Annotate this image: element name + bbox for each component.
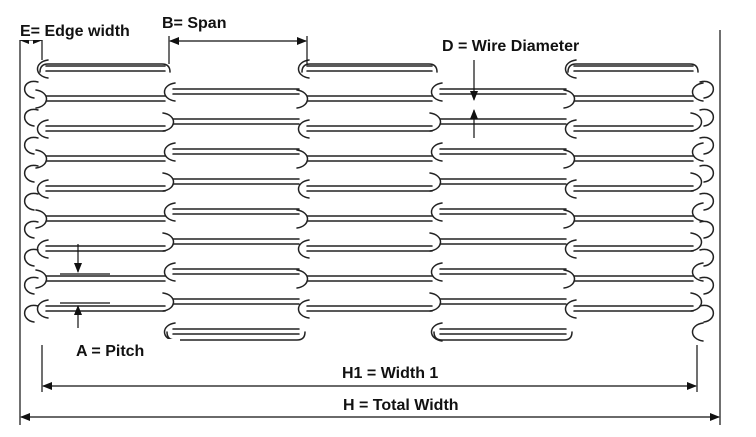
rod-bend-0-outline	[35, 59, 49, 319]
right-edge-hooks-hook	[699, 276, 714, 295]
rod-bend-2-outline	[296, 59, 310, 319]
edge-width-dimension	[19, 20, 43, 425]
left-edge-hooks-hook	[24, 220, 39, 239]
rod-bend-4	[563, 59, 577, 319]
pitch-label: A = Pitch	[76, 343, 144, 360]
bottom-loop-2	[166, 331, 306, 341]
dimension-lines	[19, 20, 721, 425]
rod-bend-3	[429, 82, 443, 342]
bottom-loop-2-outline	[166, 331, 306, 341]
labels: E= Edge width B= Span D = Wire Diameter …	[18, 15, 579, 414]
span-dimension	[168, 36, 308, 64]
top-loop-1	[39, 63, 171, 73]
right-edge-hooks-hook	[699, 192, 714, 211]
top-loop-3-outline	[301, 63, 438, 73]
left-edge-hooks-hook	[24, 164, 39, 183]
left-edge-hooks-hook	[24, 304, 39, 323]
rod-bend-0	[35, 59, 49, 319]
total-width-label: H = Total Width	[343, 397, 459, 414]
right-edge-hooks-hook	[699, 136, 714, 155]
rod-bend-4-outline	[563, 59, 577, 319]
top-loop-1-outline	[39, 63, 171, 73]
total-width-dimension	[20, 30, 721, 425]
top-loop-5-outline	[567, 63, 699, 73]
left-edge-hooks-hook	[24, 136, 39, 155]
rod-bend-3-outline	[429, 82, 443, 342]
right-edge-hooks-hook	[699, 80, 714, 99]
top-loop-5	[567, 63, 699, 73]
width1-dimension	[41, 345, 698, 392]
left-edge-hooks-hook	[24, 192, 39, 211]
left-edge-hooks-hook	[24, 276, 39, 295]
edge-width-label: E= Edge width	[20, 23, 130, 40]
right-edge-hooks	[699, 80, 714, 323]
right-edge-hooks-hook	[699, 164, 714, 183]
span-label: B= Span	[162, 15, 226, 32]
right-edge-hooks-hook	[699, 248, 714, 267]
edge-label-bg	[18, 18, 148, 40]
rod-bend-5-outline	[690, 82, 704, 342]
left-edge-hooks-hook	[24, 108, 39, 127]
rod-bend-2	[296, 59, 310, 319]
width1-label: H1 = Width 1	[342, 365, 438, 382]
rod-bend-1	[162, 82, 176, 342]
bottom-loop-4-outline	[433, 331, 573, 341]
pitch-dimension	[60, 244, 110, 328]
left-edge-hooks-hook	[24, 80, 39, 99]
bottom-loop-4	[433, 331, 573, 341]
left-edge-hooks-hook	[24, 248, 39, 267]
right-edge-hooks-hook	[699, 304, 714, 323]
wire-diameter-label: D = Wire Diameter	[442, 38, 579, 55]
top-loop-3	[301, 63, 438, 73]
wire-mesh-belt	[24, 59, 714, 342]
right-edge-hooks-hook	[699, 220, 714, 239]
left-edge-hooks	[24, 80, 39, 323]
rod-bend-5	[690, 82, 704, 342]
right-edge-hooks-hook	[699, 108, 714, 127]
pitch-label-bg	[70, 339, 180, 361]
rod-bend-1-outline	[162, 82, 176, 342]
